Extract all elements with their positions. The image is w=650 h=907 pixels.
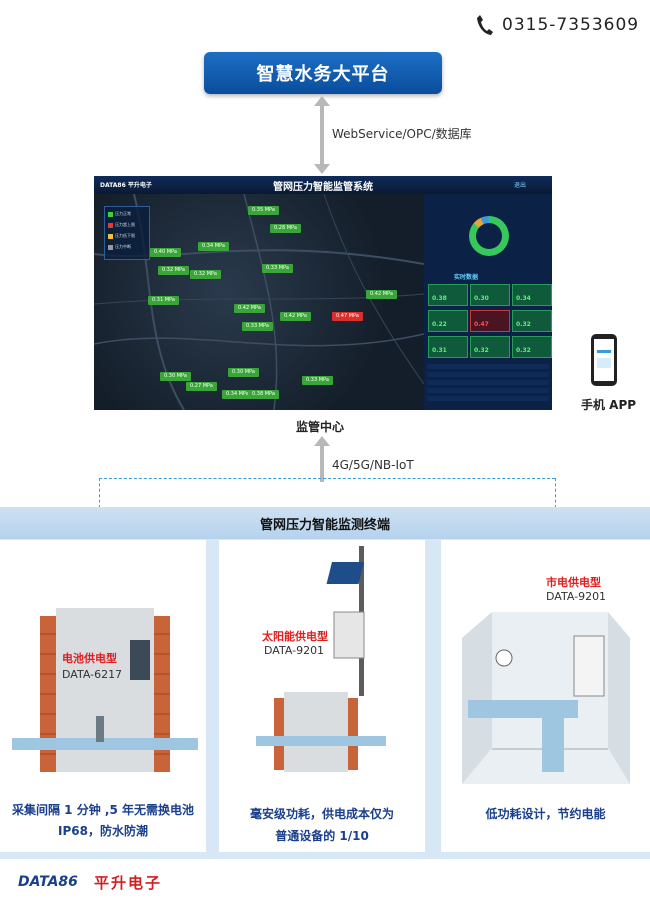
realtime-tile[interactable]: 0.31 (428, 336, 468, 358)
alarm-table-row (427, 396, 549, 401)
model-code-mains: DATA-9201 (546, 590, 607, 603)
caption-solar-line1: 毫安级功耗，供电成本仅为 (249, 807, 394, 821)
model-title-battery: 电池供电型 (62, 652, 117, 665)
pressure-marker[interactable]: 0.30 MPa (228, 368, 259, 377)
mains-room-illustration (462, 612, 630, 784)
pressure-marker[interactable]: 0.35 MPa (248, 206, 279, 215)
realtime-tile[interactable]: 0.34 (512, 284, 552, 306)
footer-logo: DATA86 (18, 874, 78, 890)
phone-screen-map (597, 358, 611, 368)
battery-well-illustration (12, 608, 198, 772)
dashboard-title: 管网压力智能监管系统 (273, 182, 373, 193)
network-dashed-drop-left (99, 478, 100, 508)
alarm-table-row (427, 388, 549, 393)
pressure-marker[interactable]: 0.31 MPa (148, 296, 179, 305)
model-title-mains: 市电供电型 (546, 576, 601, 589)
realtime-tile[interactable]: 0.22 (428, 310, 468, 332)
pressure-marker[interactable]: 0.32 MPa (158, 266, 189, 275)
pressure-marker[interactable]: 0.28 MPa (270, 224, 301, 233)
terminal-title: 管网压力智能监测终端 (259, 518, 390, 533)
network-dashed-line (99, 478, 555, 479)
platform-banner: 智慧水务大平台 (204, 52, 442, 94)
pressure-marker[interactable]: 0.32 MPa (190, 270, 221, 279)
footer-company-name: 平升电子 (94, 874, 163, 892)
legend-item-normal: 压力正常 (108, 210, 131, 218)
legend-item-offline: 压力中断 (108, 243, 131, 251)
caption-solar-line2: 普通设备的 1/10 (275, 829, 369, 843)
alarm-table-row (427, 364, 549, 369)
model-code-solar: DATA-9201 (264, 644, 325, 657)
dashboard-logo: DATA86 平升电子 (100, 182, 152, 189)
realtime-tile-alarm[interactable]: 0.47 (470, 310, 510, 332)
realtime-tile[interactable]: 0.32 (470, 336, 510, 358)
monitoring-dashboard: DATA86 平升电子 管网压力智能监管系统 退出 压力正常 压力超上限 压力低… (94, 176, 552, 410)
pressure-marker[interactable]: 0.34 MPa (222, 390, 253, 399)
dashboard-header (94, 176, 552, 194)
protocol-label-top: WebService/OPC/数据库 (332, 127, 472, 141)
alarm-table-row (427, 380, 549, 385)
pressure-marker[interactable]: 0.40 MPa (150, 248, 181, 257)
pressure-marker[interactable]: 0.27 MPa (186, 382, 217, 391)
pressure-marker[interactable]: 0.33 MPa (302, 376, 333, 385)
monitoring-center-caption: 监管中心 (296, 420, 345, 434)
model-title-solar: 太阳能供电型 (262, 630, 328, 643)
pressure-marker[interactable]: 0.33 MPa (242, 322, 273, 331)
solar-well-illustration (256, 546, 386, 772)
mobile-app-caption: 手机 APP (581, 398, 637, 412)
pressure-marker[interactable]: 0.38 MPa (248, 390, 279, 399)
caption-battery-line2: IP68，防水防潮 (58, 824, 148, 838)
phone-screen-bar (597, 350, 611, 353)
protocol-label-bottom: 4G/5G/NB-IoT (332, 458, 414, 472)
realtime-title: 实时数据 (454, 274, 479, 281)
alarm-table-row (427, 372, 549, 377)
pressure-marker[interactable]: 0.42 MPa (234, 304, 265, 313)
dashboard-exit[interactable]: 退出 (514, 182, 527, 189)
realtime-tile[interactable]: 0.38 (428, 284, 468, 306)
realtime-tile[interactable]: 0.32 (512, 310, 552, 332)
double-arrow-icon (314, 96, 330, 174)
pressure-marker[interactable]: 0.33 MPa (262, 264, 293, 273)
pressure-marker-alarm[interactable]: 0.47 MPa (332, 312, 363, 321)
up-arrow-icon (314, 436, 330, 482)
pressure-marker[interactable]: 0.42 MPa (280, 312, 311, 321)
terminal-band (0, 507, 650, 539)
network-dashed-drop-right (555, 478, 556, 508)
pressure-marker[interactable]: 0.42 MPa (366, 290, 397, 299)
model-code-battery: DATA-6217 (62, 668, 123, 681)
pressure-marker[interactable]: 0.30 MPa (160, 372, 191, 381)
legend-item-lower: 压力低下限 (108, 232, 135, 240)
phone-icon (477, 15, 493, 35)
caption-mains-line1: 低功耗设计，节约电能 (485, 807, 606, 821)
realtime-tile[interactable]: 0.30 (470, 284, 510, 306)
contact-row: 0315-7353609 (476, 14, 639, 36)
status-donut-hole (476, 223, 502, 249)
phone-number: 0315-7353609 (502, 15, 640, 35)
pressure-marker[interactable]: 0.34 MPa (198, 242, 229, 251)
realtime-tile[interactable]: 0.32 (512, 336, 552, 358)
legend-item-upper: 压力超上限 (108, 221, 135, 229)
caption-battery-line1: 采集间隔 1 分钟 ,5 年无需换电池 (12, 803, 194, 817)
